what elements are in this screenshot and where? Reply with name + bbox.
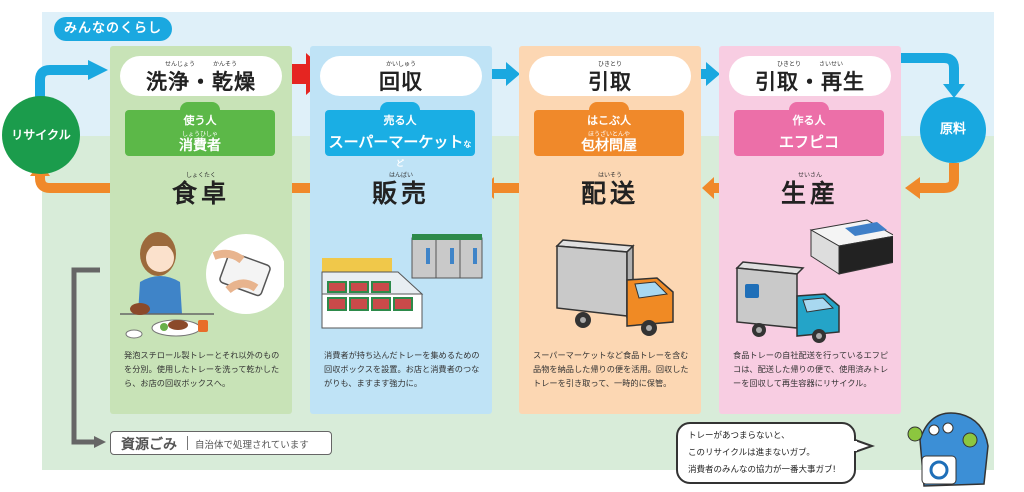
step-pill-pickup: ひきとり 引取 (529, 56, 691, 96)
description: 食品トレーの自社配送を行っているエフピコは、配送した帰りの便で、使用済みトレーを… (733, 350, 889, 388)
stage-ruby: せいさん (797, 172, 822, 179)
orange-truck-illustration (555, 239, 674, 336)
role-badge-maker: 作る人 エフピコ (734, 102, 884, 156)
role-who: 使う人 (183, 114, 217, 127)
step-ruby: ひきとり (597, 61, 622, 68)
role-name: エフピコ (778, 133, 839, 151)
collection-boxes (411, 234, 483, 279)
stage-ruby: しょくたく (185, 172, 216, 179)
badge-ear (589, 102, 629, 116)
role-name: スーパーマーケットなど (325, 134, 475, 172)
stage-ruby: はんばい (388, 172, 413, 179)
arrow-to-waste (71, 267, 100, 445)
badge-ear (380, 102, 420, 116)
role-ruby: しょうひしゃ (181, 131, 218, 138)
stage-sales: はんばい 販売 (310, 170, 492, 209)
description: スーパーマーケットなど食品トレーを含む品物を納品した帰りの便を活用。回収したトレ… (533, 350, 689, 388)
waste-divider (187, 436, 188, 450)
role-name: 消費者 (179, 138, 221, 154)
column-consumer: せんじょう かんそう 洗浄・乾燥 使う人 しょうひしゃ 消費者 しょくたく 食卓… (110, 46, 292, 414)
description: 発泡スチロール製トレーとそれ以外のものを分別。使用したトレーを洗って乾かしたら、… (124, 350, 280, 388)
speech-line: 消費者のみんなの協力が一番大事ガブ! (688, 465, 836, 475)
stage-title: 生産 (780, 179, 839, 208)
role-name-suffix: など (396, 140, 472, 168)
section-tag: みんなのくらし (54, 17, 172, 41)
speech-line: トレーがあつまらないと、 (688, 431, 790, 441)
stage-production: せいさん 生産 (719, 170, 901, 209)
role-who: 売る人 (383, 114, 417, 127)
step-pill-collect: かいしゅう 回収 (320, 56, 482, 96)
role-name: 包材問屋 (581, 138, 637, 154)
arrow-raw-to-production-head (905, 177, 920, 199)
blue-truck-factory-illustration (735, 219, 893, 343)
arrow-sales-to-table (276, 177, 330, 199)
role-badge-carrier: はこぶ人 ほうざいとんや 包材問屋 (534, 102, 684, 156)
step-ruby: かいしゅう (385, 61, 416, 68)
role-who: 作る人 (792, 114, 826, 127)
resource-waste-box: 資源ごみ 自治体で処理されています (110, 431, 332, 455)
arrow-to-waste-head (94, 436, 106, 448)
arrow-delivery-to-sales (482, 177, 534, 199)
column-carrier: ひきとり 引取 はこぶ人 ほうざいとんや 包材問屋 はいそう 配送 スーパーマー… (519, 46, 701, 414)
column-seller: かいしゅう 回収 売る人 スーパーマーケットなど はんばい 販売 消費者が持ち込… (310, 46, 492, 414)
step-title: 引取 (588, 70, 632, 94)
arrow-regen-to-raw (900, 53, 959, 86)
stage-title: 配送 (580, 179, 639, 208)
arrow-raw-to-production (918, 163, 959, 193)
waste-label: 資源ごみ (121, 437, 177, 453)
step-pill-pickup-regenerate: ひきとり さいせい 引取・再生 (729, 56, 891, 96)
role-who: はこぶ人 (587, 114, 631, 127)
arrow-recycle-to-wash (35, 65, 92, 98)
step-ruby: ひきとり さいせい (776, 61, 843, 68)
stage-title: 販売 (371, 179, 430, 208)
girl-eating-illustration (120, 232, 284, 339)
stage-delivery: はいそう 配送 (519, 170, 701, 209)
mascot-speech-bubble: トレーがあつまらないと、 このリサイクルは進まないガブ。 消費者のみんなの協力が… (676, 422, 856, 484)
arrow-collect-to-pickup (490, 62, 520, 86)
role-name-text: スーパーマーケット (328, 133, 464, 151)
step-pill-wash-dry: せんじょう かんそう 洗浄・乾燥 (120, 56, 282, 96)
stage-dining-table: しょくたく 食卓 (110, 170, 292, 209)
badge-ear (180, 102, 220, 116)
arrow-recycle-to-wash-head (88, 60, 108, 80)
arrow-regen-to-raw-head (943, 84, 965, 98)
waste-text: 自治体で処理されています (195, 440, 309, 451)
role-ruby: ほうざいとんや (587, 131, 630, 138)
step-ruby: せんじょう かんそう (164, 61, 237, 68)
description: 消費者が持ち込んだトレーを集めるための回収ボックスを設置。お店と消費者のつながり… (324, 350, 480, 388)
speech-line: このリサイクルは進まないガブ。 (688, 448, 815, 458)
role-badge-consumer: 使う人 しょうひしゃ 消費者 (125, 102, 275, 156)
stage-ruby: はいそう (597, 172, 622, 179)
badge-ear (789, 102, 829, 116)
step-title: 洗浄・乾燥 (146, 70, 256, 94)
raw-material-circle: 原料 (920, 97, 986, 163)
recycle-circle: リサイクル (2, 96, 80, 174)
arrow-pickup-to-regen (690, 62, 720, 86)
column-maker: ひきとり さいせい 引取・再生 作る人 エフピコ せいさん 生産 食品トレーの自… (719, 46, 901, 414)
arrow-table-to-recycle (35, 174, 110, 193)
step-title: 引取・再生 (755, 70, 865, 94)
step-title: 回収 (379, 70, 423, 94)
role-badge-seller: 売る人 スーパーマーケットなど (325, 102, 475, 168)
stage-title: 食卓 (171, 179, 230, 208)
supermarket-illustration (321, 234, 483, 329)
